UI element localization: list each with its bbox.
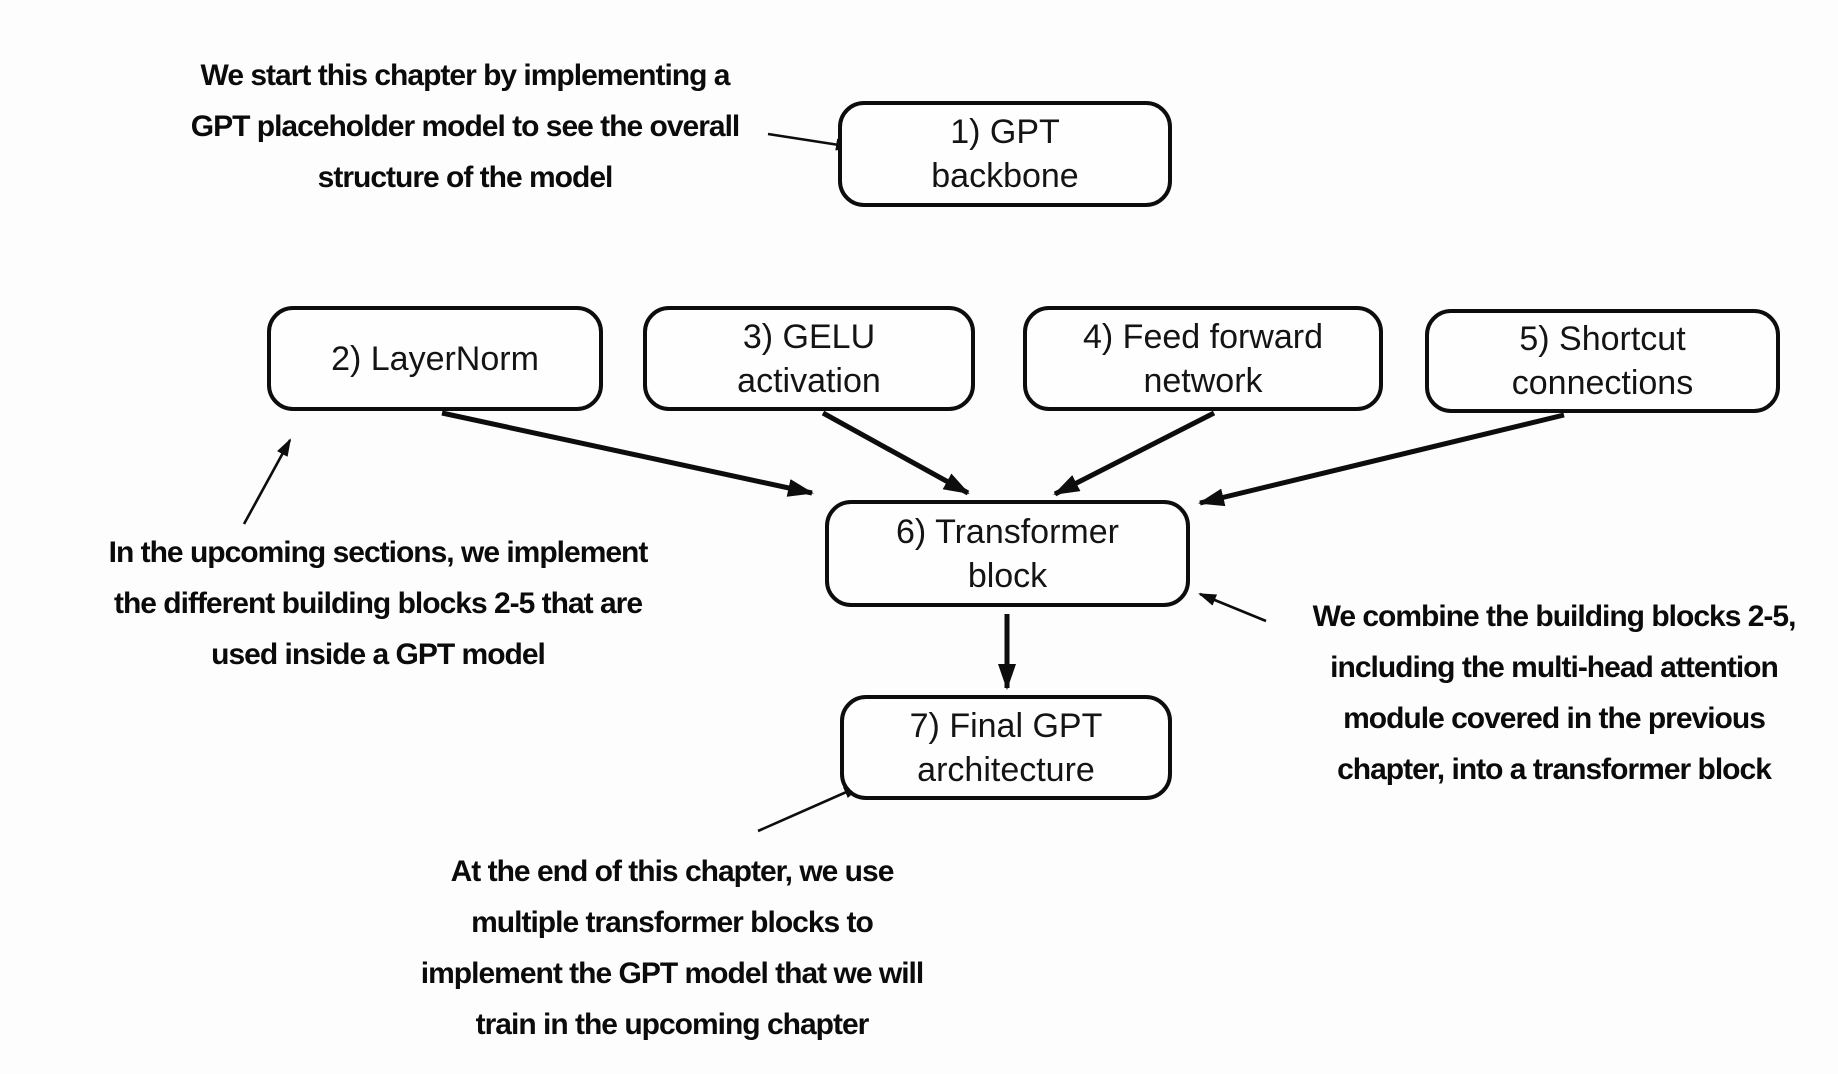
note-bottom: At the end of this chapter, we use multi… — [402, 846, 942, 1050]
note-line: module covered in the previous — [1343, 702, 1766, 735]
node-label-line: 1) GPT — [950, 113, 1060, 151]
node-label-line: 2) LayerNorm — [331, 339, 539, 378]
node-feed-forward-network: 4) Feed forward network — [1023, 306, 1383, 411]
node-label-line: backbone — [931, 157, 1079, 195]
node-label-line: connections — [1511, 364, 1694, 402]
arrow-feedforward-to-transformer-block — [1053, 410, 1216, 497]
node-label-line: architecture — [917, 750, 1095, 789]
node-final-gpt-architecture: 7) Final GPT architecture — [840, 695, 1172, 800]
node-label-line: 6) Transformer — [896, 512, 1119, 551]
note-line: We combine the building blocks 2-5, — [1312, 600, 1797, 633]
note-left: In the upcoming sections, we implement t… — [83, 527, 673, 680]
node-label-line: activation — [737, 361, 881, 400]
note-line: implement the GPT model that we will — [420, 957, 924, 990]
node-label-line: 7) Final GPT — [909, 706, 1103, 745]
note-line: chapter, into a transformer block — [1337, 753, 1772, 786]
arrow-shortcut-to-transformer-block — [1198, 412, 1565, 507]
node-gpt-backbone: 1) GPT backbone — [838, 101, 1172, 207]
note-right: We combine the building blocks 2-5, incl… — [1294, 591, 1814, 795]
arrow-gelu-to-transformer-block — [821, 410, 970, 496]
note-line: the different building blocks 2-5 that a… — [113, 587, 643, 620]
node-transformer-block: 6) Transformer block — [825, 500, 1190, 607]
arrow-layernorm-to-transformer-block — [441, 410, 814, 497]
node-label-line: 5) Shortcut — [1519, 320, 1686, 358]
note-line: GPT placeholder model to see the overall — [190, 110, 741, 143]
node-label-line: 3) GELU — [742, 317, 876, 356]
node-gelu-activation: 3) GELU activation — [643, 306, 975, 411]
arrow-note-to-final-gpt — [757, 784, 862, 833]
note-line: multiple transformer blocks to — [471, 906, 874, 939]
node-label-line: network — [1143, 361, 1263, 400]
arrow-note-to-layernorm — [242, 438, 292, 525]
node-label-line: block — [967, 556, 1048, 595]
arrow-note-to-transformer-block — [1198, 592, 1267, 623]
node-layernorm: 2) LayerNorm — [267, 306, 603, 411]
note-line: At the end of this chapter, we use — [450, 855, 895, 888]
note-line: We start this chapter by implementing a — [200, 59, 731, 92]
note-line: used inside a GPT model — [211, 638, 546, 671]
note-line: including the multi-head attention — [1330, 651, 1779, 684]
note-top-left: We start this chapter by implementing a … — [150, 50, 780, 203]
node-shortcut-connections: 5) Shortcut connections — [1425, 309, 1780, 413]
note-line: train in the upcoming chapter — [475, 1008, 870, 1041]
note-line: In the upcoming sections, we implement — [108, 536, 649, 569]
node-label-line: 4) Feed forward — [1083, 317, 1323, 356]
note-line: structure of the model — [317, 161, 614, 194]
